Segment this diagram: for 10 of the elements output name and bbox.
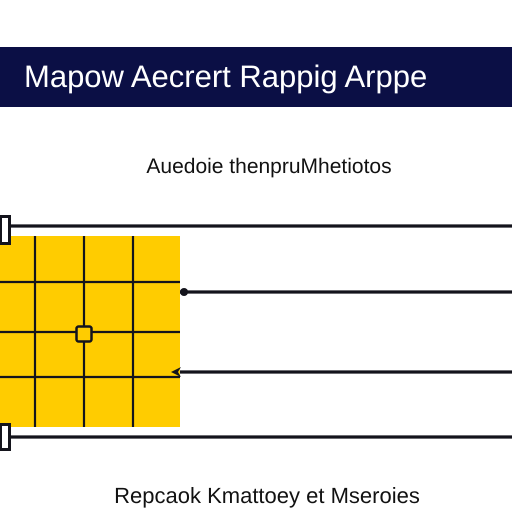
terminal-box bbox=[0, 423, 11, 451]
grid-block bbox=[0, 236, 180, 427]
arrow bbox=[171, 367, 512, 377]
terminal-box bbox=[0, 215, 11, 245]
connector-line bbox=[11, 435, 512, 439]
caption: Repcaok Kmattoey et Mseroies bbox=[113, 482, 421, 510]
connector-line bbox=[11, 224, 512, 228]
connector-line bbox=[180, 288, 512, 296]
subtitle: Auedoie thenpruMhetiotos bbox=[145, 154, 393, 180]
title-banner: Mapow Aecrert Rappig Arppe bbox=[0, 47, 512, 107]
